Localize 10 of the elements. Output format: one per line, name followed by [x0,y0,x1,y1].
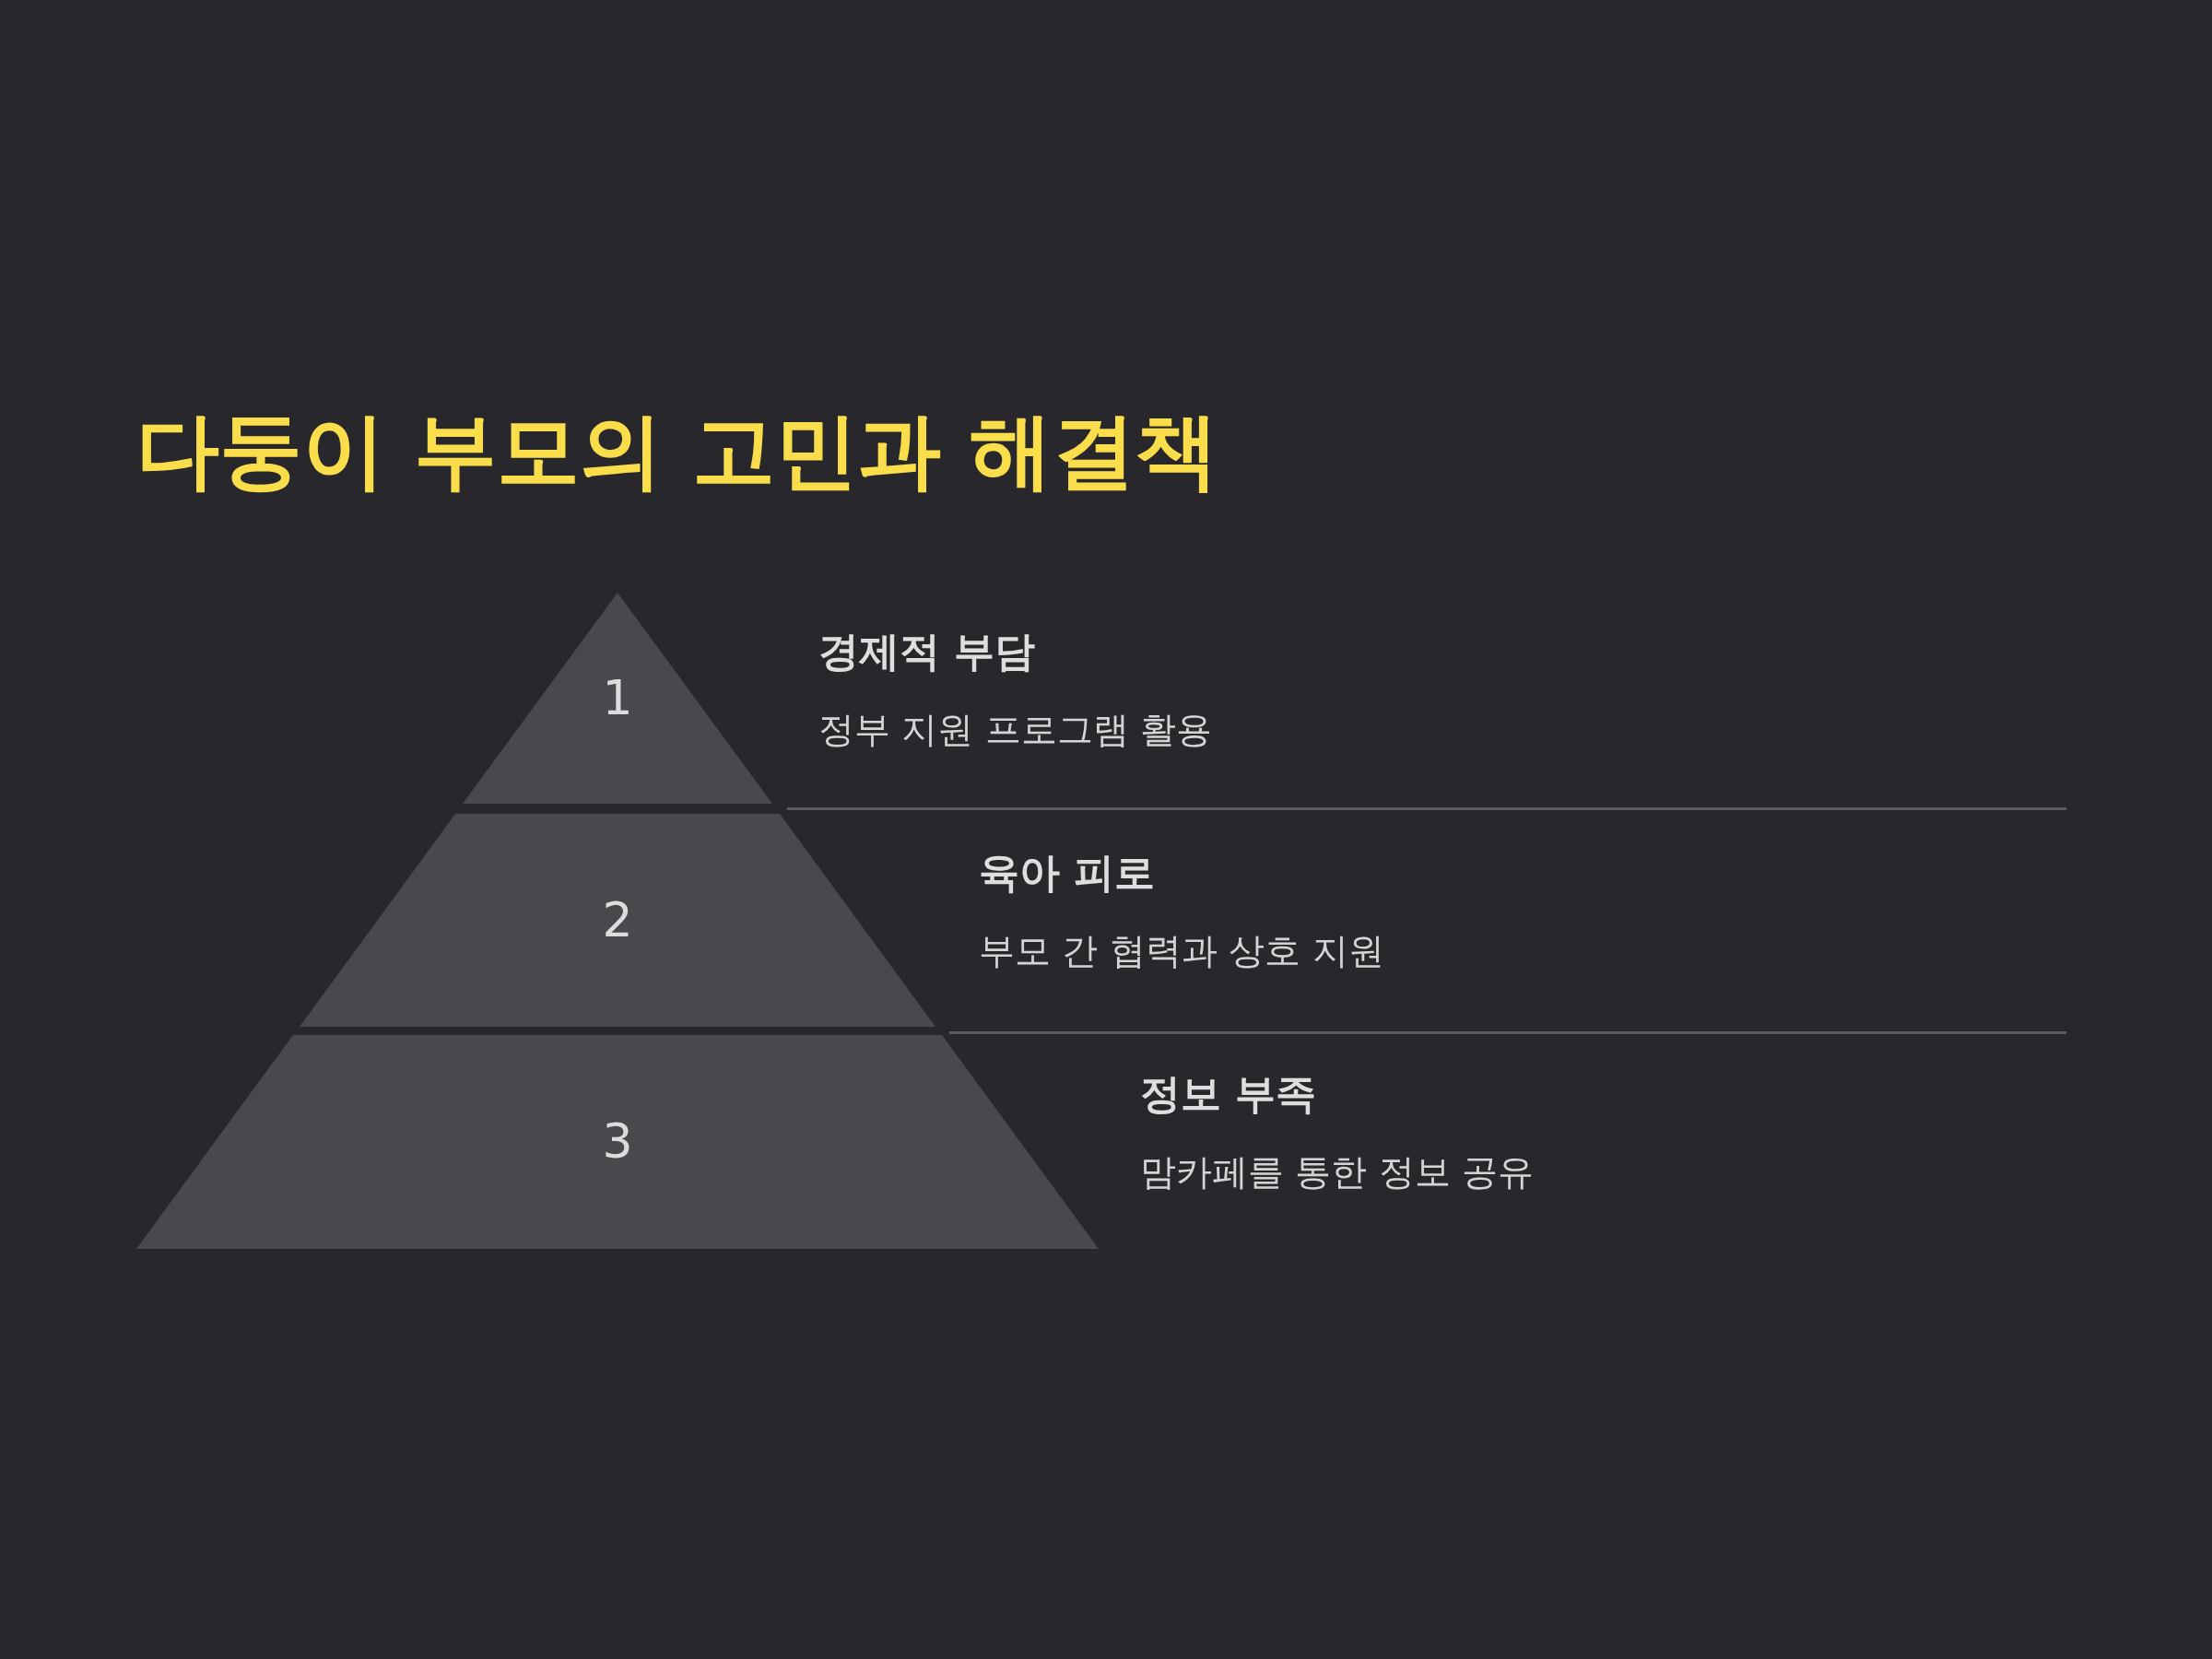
title: 다둥이 부모의 고민과 해결책 [136,401,1218,500]
tier-number: 1 [602,671,633,725]
tier-description: 정부 지원 프로그램 활용 [818,709,1213,752]
tier-heading: 정보 부족 [1140,1070,1317,1119]
tier-number: 3 [602,1115,633,1169]
tier-description: 맘카페를 통한 정보 공유 [1140,1151,1535,1194]
tier-heading: 경제적 부담 [818,628,1036,677]
tier-heading: 육아 피로 [979,849,1156,898]
tier-number: 2 [602,893,633,947]
tier-description: 부모 간 협력과 상호 지원 [979,930,1384,973]
